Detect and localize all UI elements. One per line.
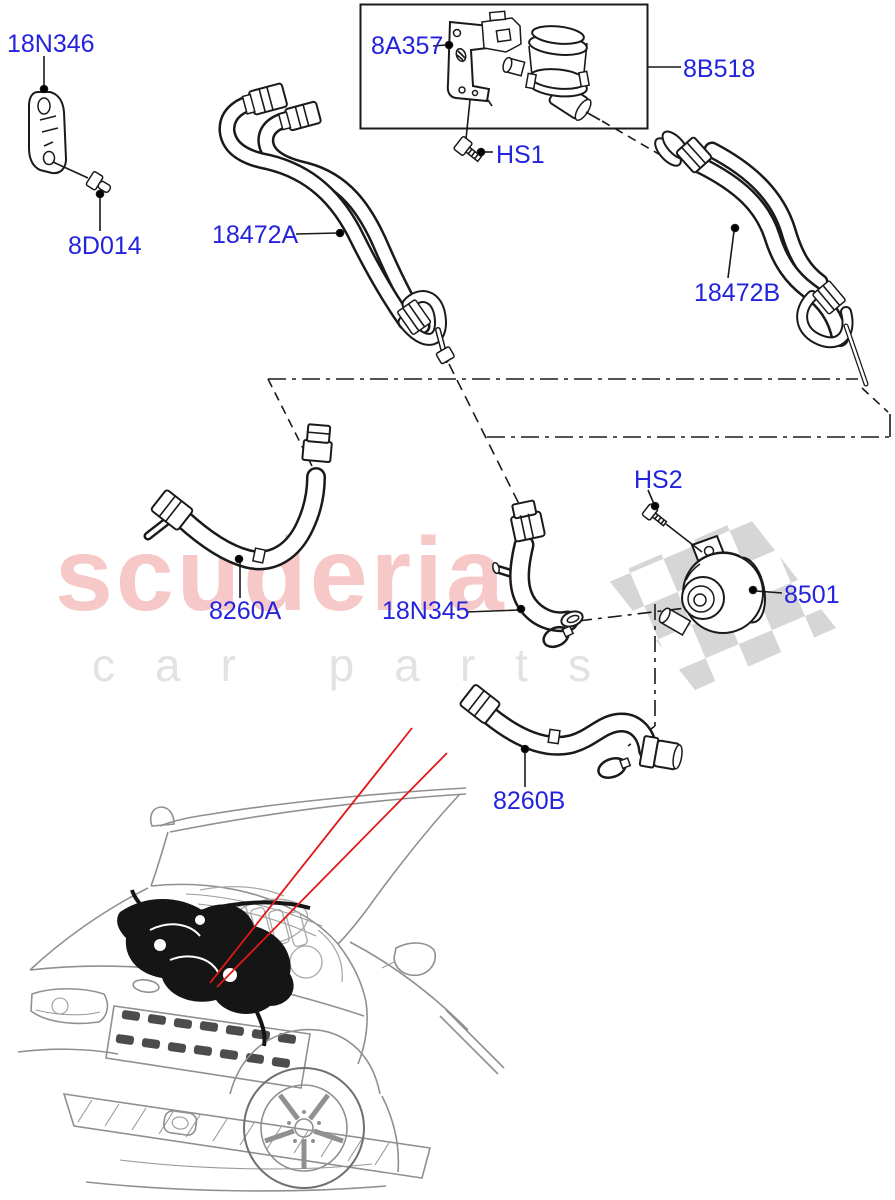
bracket-8a357-drawing: [446, 10, 522, 140]
wheel-spokes: [264, 1093, 344, 1169]
pump-8b518-drawing: [502, 25, 601, 121]
part-label-8A357[interactable]: 8A357: [371, 32, 444, 60]
part-label-18472B[interactable]: 18472B: [694, 279, 781, 307]
leader-lines: [39, 40, 783, 787]
part-label-8B518[interactable]: 8B518: [683, 55, 756, 83]
hose-18n345-drawing: [492, 499, 584, 649]
part-label-8260A[interactable]: 8260A: [209, 597, 282, 625]
vehicle-illustration: [17, 787, 505, 1192]
bolt-8d014-drawing: [85, 171, 112, 194]
hose-8260b-drawing: [459, 684, 683, 779]
part-label-18N346[interactable]: 18N346: [7, 30, 95, 58]
part-label-HS1[interactable]: HS1: [496, 141, 545, 169]
bolt-hs1-drawing: [453, 136, 483, 163]
pump-8501-drawing: [658, 534, 766, 636]
hose-8260a-drawing: [143, 423, 333, 571]
red-reference-lines: [209, 727, 448, 988]
hose-18472a-drawing: [218, 82, 455, 365]
hose-18472b-drawing: [654, 130, 869, 387]
part-label-18472A[interactable]: 18472A: [212, 221, 299, 249]
bolt-hs2-drawing: [641, 503, 703, 553]
part-label-18N345[interactable]: 18N345: [382, 597, 470, 625]
bracket-18n346-drawing: [28, 91, 89, 179]
part-label-8D014[interactable]: 8D014: [68, 232, 142, 260]
part-label-8501[interactable]: 8501: [784, 581, 840, 609]
watermark-tagline: car parts: [92, 639, 631, 691]
wheel-bolts: [287, 1110, 321, 1143]
part-label-HS2[interactable]: HS2: [634, 466, 683, 494]
engine-harness-black: [117, 889, 311, 1047]
part-label-8260B[interactable]: 8260B: [493, 787, 566, 815]
parts-box: [359, 3, 649, 130]
watermark-brand: scuderia: [55, 517, 507, 633]
